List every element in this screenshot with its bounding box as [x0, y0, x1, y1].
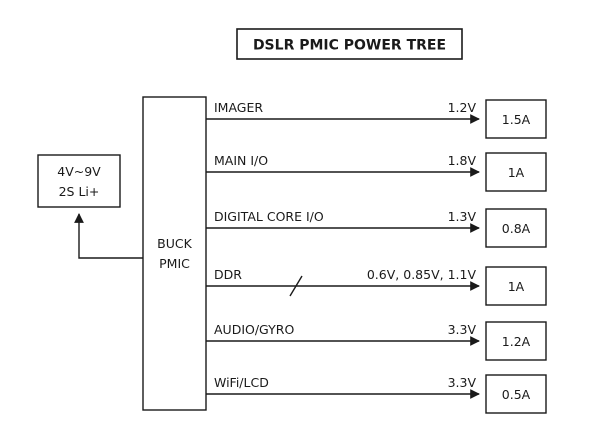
rail-voltage: 0.6V, 0.85V, 1.1V	[367, 267, 477, 282]
load-box	[485, 99, 547, 139]
load-box	[485, 321, 547, 361]
multi-rail-slash-icon	[289, 275, 303, 297]
rail-imager: IMAGER 1.2V 1.5A	[206, 99, 547, 139]
rail-name: DDR	[214, 267, 242, 282]
pmic-label-line2: PMIC	[159, 256, 190, 271]
rail-name: MAIN I/O	[214, 153, 268, 168]
load-current: 1.5A	[502, 112, 531, 127]
rail-name: DIGITAL CORE I/O	[214, 209, 324, 224]
output-rails: IMAGER 1.2V 1.5A MAIN I/O 1.8V 1A DIGITA…	[206, 99, 547, 414]
rail-voltage: 3.3V	[448, 322, 477, 337]
load-current: 0.8A	[502, 221, 531, 236]
rail-voltage: 1.2V	[448, 100, 477, 115]
rail-voltage: 1.8V	[448, 153, 477, 168]
rail-name: WiFi/LCD	[214, 375, 269, 390]
load-current: 0.5A	[502, 387, 531, 402]
load-current: 1A	[508, 165, 525, 180]
load-box	[485, 208, 547, 248]
battery-source: 4V~9V 2S Li+	[37, 154, 121, 208]
rail-name: IMAGER	[214, 100, 263, 115]
rail-ddr: DDR 0.6V, 0.85V, 1.1V 1A	[206, 266, 547, 306]
rail-voltage: 1.3V	[448, 209, 477, 224]
load-box	[485, 152, 547, 192]
load-current: 1.2A	[502, 334, 531, 349]
rail-voltage: 3.3V	[448, 375, 477, 390]
title-box: DSLR PMIC POWER TREE	[236, 28, 463, 60]
pmic-to-source-connector	[74, 213, 143, 259]
rail-name: AUDIO/GYRO	[214, 322, 294, 337]
load-current: 1A	[508, 279, 525, 294]
rail-wifi-lcd: WiFi/LCD 3.3V 0.5A	[206, 374, 547, 414]
source-chemistry-label: 2S Li+	[59, 184, 100, 199]
source-voltage-label: 4V~9V	[57, 164, 101, 179]
buck-pmic-block: BUCK PMIC	[142, 96, 207, 411]
load-box	[485, 266, 547, 306]
diagram-title: DSLR PMIC POWER TREE	[253, 38, 446, 54]
pmic-label-line1: BUCK	[157, 236, 192, 251]
rail-digital-core-io: DIGITAL CORE I/O 1.3V 0.8A	[206, 208, 547, 248]
rail-audio-gyro: AUDIO/GYRO 3.3V 1.2A	[206, 321, 547, 361]
load-box	[485, 374, 547, 414]
rail-main-io: MAIN I/O 1.8V 1A	[206, 152, 547, 192]
